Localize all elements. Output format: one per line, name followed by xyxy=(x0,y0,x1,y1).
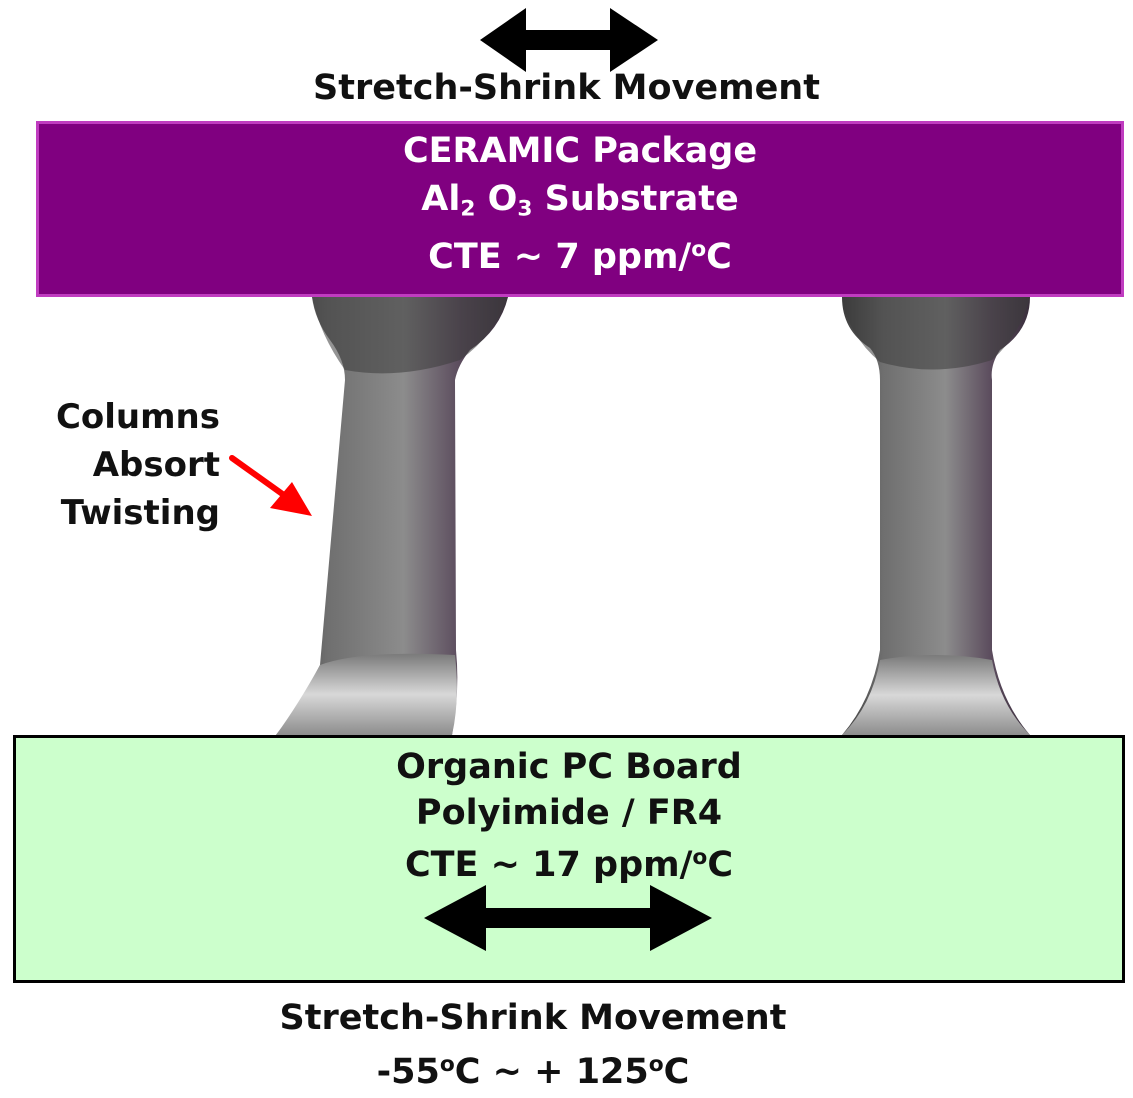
ceramic-substrate-label: Al2 O3 Substrate xyxy=(421,179,739,222)
board-title: Organic PC Board xyxy=(396,747,742,787)
columns-absorb-label: Columns Absort Twisting xyxy=(55,397,220,533)
bottom-movement-caption: Stretch-Shrink Movement xyxy=(279,998,787,1038)
right-column xyxy=(842,297,1030,735)
organic-pc-board-block: Organic PC Board Polyimide / FR4 CTE ~ 1… xyxy=(13,735,1125,983)
red-pointer-arrow-icon xyxy=(229,455,312,516)
ceramic-cte-label: CTE ~ 7 ppm/oC xyxy=(428,237,732,277)
board-material-label: Polyimide / FR4 xyxy=(415,793,723,833)
temperature-range-label: -55oC ~ + 125oC xyxy=(376,1052,690,1092)
board-double-arrow-icon xyxy=(424,885,712,951)
left-column xyxy=(276,297,508,735)
board-cte-label: CTE ~ 17 ppm/oC xyxy=(404,845,733,885)
ceramic-package-block: CERAMIC Package Al2 O3 Substrate CTE ~ 7… xyxy=(36,121,1124,297)
ceramic-package-title: CERAMIC Package xyxy=(402,131,758,171)
top-movement-caption: Stretch-Shrink Movement xyxy=(313,68,820,108)
top-double-arrow-icon xyxy=(480,8,658,72)
